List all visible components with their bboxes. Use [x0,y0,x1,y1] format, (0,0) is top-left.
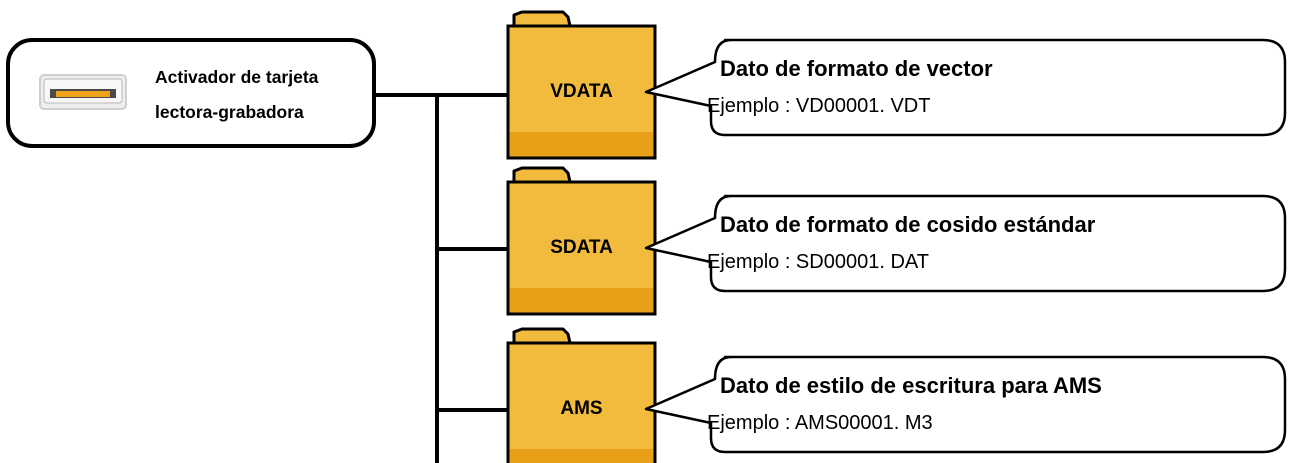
folder-icon [506,166,657,316]
card-reader-frame [6,38,376,148]
callout-title: Dato de formato de cosido estándar [720,212,1096,237]
callout-title: Dato de estilo de escritura para AMS [720,373,1102,398]
callout-example: Ejemplo : VD00001. VDT [707,95,930,117]
card-reader-box: Activador de tarjeta lectora-grabadora [6,38,376,148]
folder-label: VDATA [550,81,613,102]
card-reader-label-line1: Activador de tarjeta [155,67,319,87]
card-reader-drive-icon [39,74,127,110]
folder-icon [506,327,657,463]
folder-icon [506,10,657,160]
folder-row-ams: AMS Dato de estilo de escritura para AMS E… [506,327,1287,463]
callout-example: Ejemplo : SD00001. DAT [707,251,929,273]
callout-example: Ejemplo : AMS00001. M3 [707,412,933,434]
folder-label: SDATA [550,237,613,258]
folder-label: AMS [560,398,602,419]
folder-row-sdata: SDATA Dato de formato de cosido estándarE… [506,166,1287,316]
callout-bubble [644,38,1287,137]
callout-bubble [644,355,1287,454]
callout-title: Dato de formato de vector [720,56,993,81]
connector-lines [374,93,508,463]
callout-bubble [644,194,1287,293]
card-reader-label-line2: lectora-grabadora [155,102,304,122]
